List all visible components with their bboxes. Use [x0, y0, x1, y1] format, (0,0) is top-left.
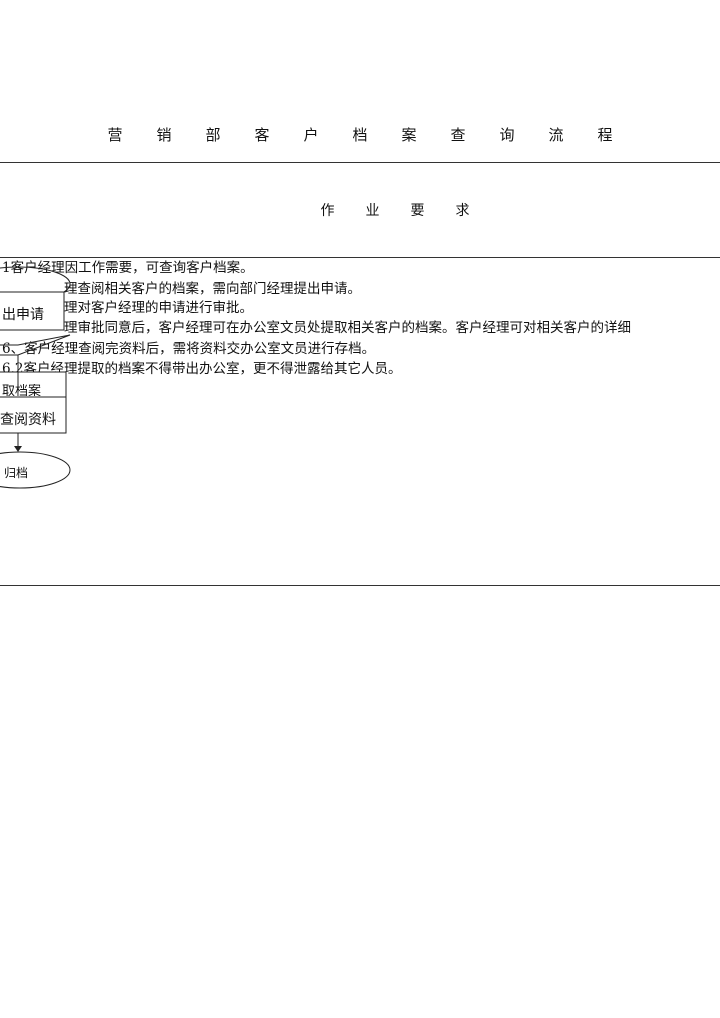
requirement-line: 6、客户经理查阅完资料后，需将资料交办公室文员进行存档。: [2, 341, 376, 357]
requirement-line: 理查阅相关客户的档案，需向部门经理提出申请。: [64, 281, 361, 297]
fetch-label-clip: 取档案: [2, 384, 66, 396]
requirement-line: 理对客户经理的申请进行审批。: [64, 300, 253, 316]
requirement-line: 1客户经理因工作需要，可查询客户档案。: [2, 260, 254, 276]
apply-label: 出申请: [2, 307, 44, 323]
section-heading: 作业要求: [320, 203, 470, 219]
divider: [0, 257, 720, 258]
apply-box: [0, 291, 65, 331]
review-box: [0, 396, 67, 434]
arrow-icon: [14, 446, 22, 452]
flowchart: [0, 266, 71, 489]
approve-diamond: [0, 334, 71, 356]
archive-ellipse: [0, 451, 71, 489]
archive-label: 归档: [4, 466, 29, 480]
fetch-label: 取档案: [2, 384, 42, 396]
requirement-line: 6.2客户经理提取的档案不得带出办公室，更不得泄露给其它人员。: [2, 361, 402, 377]
review-label: 查阅资料: [0, 412, 56, 428]
requirement-line: 理审批同意后，客户经理可在办公室文员处提取相关客户的档案。客户经理可对相关客户的…: [64, 320, 631, 336]
divider: [0, 162, 720, 163]
divider: [0, 585, 720, 586]
document-title: 营销部客户档案查询流程: [107, 126, 613, 144]
